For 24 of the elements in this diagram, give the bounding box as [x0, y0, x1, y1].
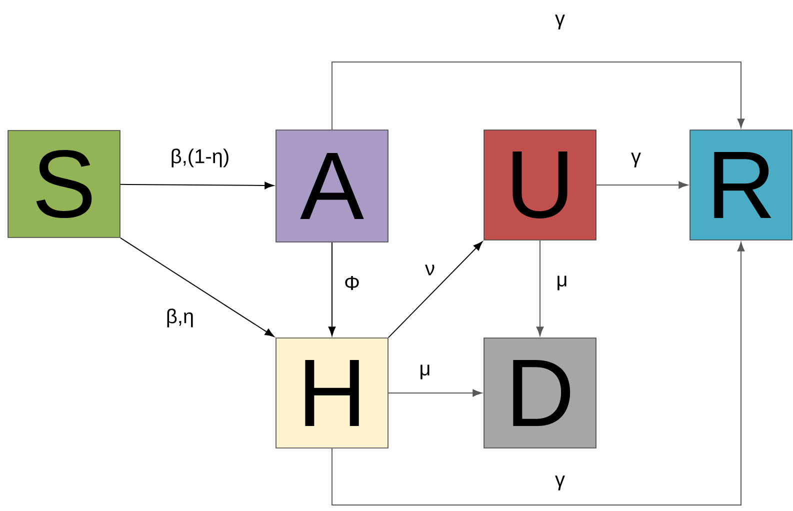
compartment-box: U	[484, 130, 596, 240]
arrow	[388, 241, 483, 338]
edge-label: ν	[424, 264, 436, 276]
edge-label: γ	[554, 474, 566, 492]
compartment-box: H	[276, 338, 388, 448]
arrow	[120, 182, 274, 190]
arrow	[332, 242, 745, 506]
arrow	[120, 237, 274, 337]
compartment-box: D	[484, 338, 596, 448]
arrow	[328, 242, 336, 336]
edge-label: γ	[630, 152, 642, 168]
compartment-box: A	[276, 130, 388, 242]
compartment-box: R	[690, 130, 792, 240]
edge-label: β,η	[164, 308, 196, 328]
edge-label: μ	[418, 364, 432, 380]
arrow	[536, 240, 544, 336]
compartment-box: S	[8, 130, 120, 238]
arrow	[596, 181, 688, 189]
edge-label: μ	[555, 274, 569, 292]
arrow	[388, 389, 482, 397]
arrow	[332, 62, 745, 130]
edge-label: β,(1-η)	[169, 148, 231, 168]
edge-label: γ	[554, 14, 566, 30]
edge-label: Φ	[343, 275, 361, 291]
